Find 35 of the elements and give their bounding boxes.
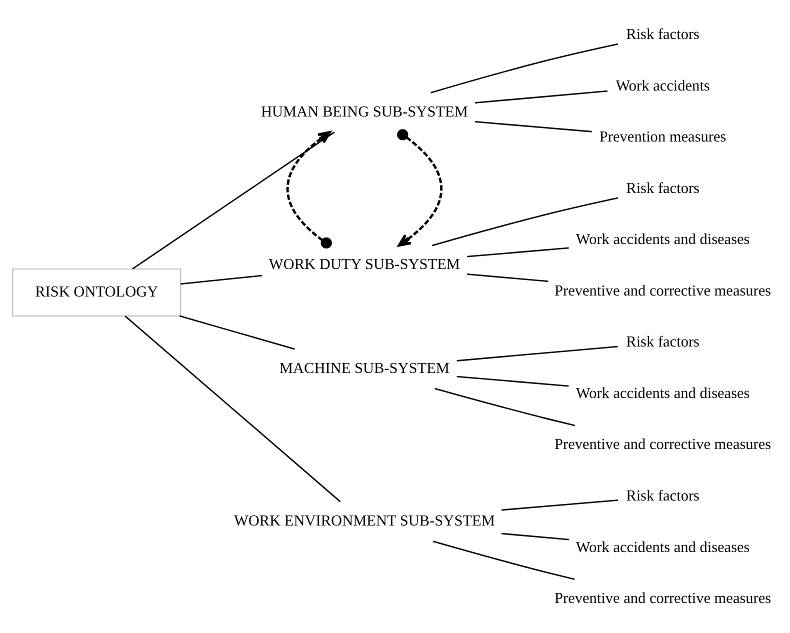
node-text: Work accidents and diseases bbox=[576, 538, 750, 556]
node-text: Work accidents bbox=[616, 76, 710, 94]
connector bbox=[434, 387, 576, 426]
connector bbox=[432, 196, 618, 246]
connector bbox=[467, 272, 548, 282]
node-box: RISK ONTOLOGY bbox=[12, 268, 182, 316]
connector bbox=[474, 90, 608, 103]
connector bbox=[432, 540, 575, 580]
connector bbox=[456, 345, 618, 361]
connector bbox=[501, 532, 569, 540]
connector bbox=[456, 375, 569, 386]
node-text: Prevention measures bbox=[599, 128, 726, 146]
connector bbox=[474, 120, 592, 132]
connector bbox=[180, 274, 262, 284]
node-text: Risk factors bbox=[626, 486, 700, 504]
node-text: Risk factors bbox=[626, 333, 700, 350]
arrow bbox=[397, 128, 443, 246]
connector bbox=[467, 246, 569, 257]
arrow bbox=[286, 130, 332, 248]
node-text: Preventive and corrective measures bbox=[554, 282, 772, 299]
node-text: Work accidents and diseases bbox=[576, 230, 750, 248]
connector bbox=[430, 42, 618, 93]
node-text: Preventive and corrective measures bbox=[554, 436, 772, 453]
node-text: Risk factors bbox=[626, 26, 700, 43]
node-text: HUMAN BEING SUB-SYSTEM bbox=[260, 102, 468, 120]
node-text: Preventive and corrective measures bbox=[554, 590, 772, 607]
node-text: WORK ENVIRONMENT SUB-SYSTEM bbox=[234, 512, 495, 530]
connector bbox=[179, 314, 295, 350]
connector bbox=[124, 315, 341, 502]
connector bbox=[501, 498, 618, 510]
connector bbox=[132, 131, 335, 270]
node-text: WORK DUTY SUB-SYSTEM bbox=[268, 256, 460, 273]
node-text: Risk factors bbox=[626, 179, 700, 196]
node-text: Work accidents and diseases bbox=[576, 384, 750, 402]
node-text: MACHINE SUB-SYSTEM bbox=[279, 359, 450, 376]
